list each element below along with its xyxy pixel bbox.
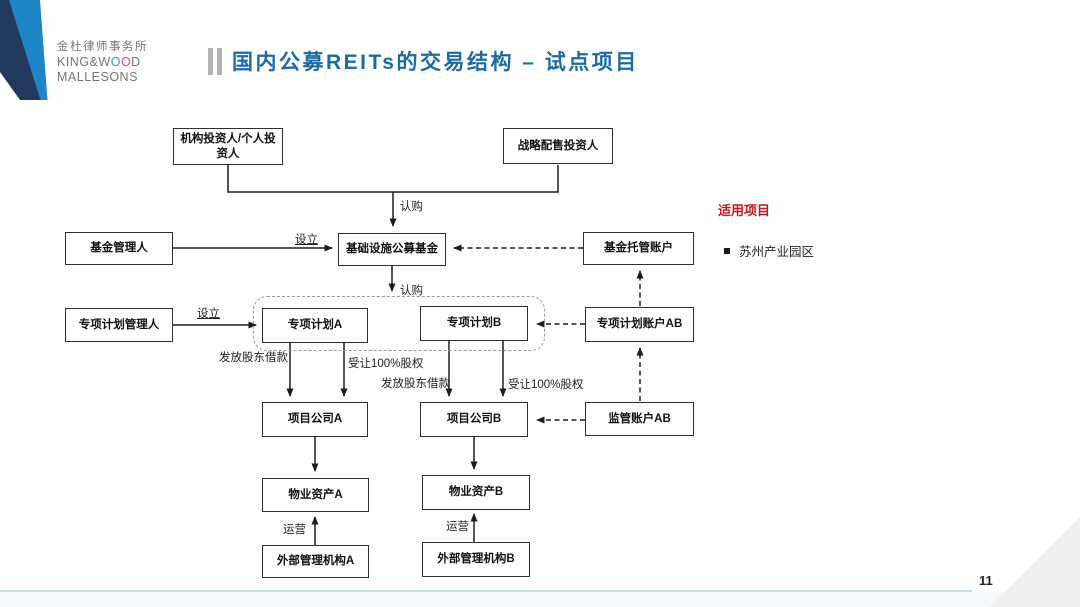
node-fund-manager: 基金管理人 [65,232,173,265]
applicable-project-item: 苏州产业园区 [724,241,814,260]
node-strategic-investors: 战略配售投资人 [503,128,613,164]
logo-en-pre: KING&W [57,55,111,69]
logo-o-blue: O [110,55,121,69]
edge-label-loan-b: 发放股东借款 [381,378,450,390]
node-abs-plan-account: 专项计划账户AB [585,307,694,342]
edge-label-subscribe-mid: 认购 [400,285,423,297]
edge-label-loan-a: 发放股东借款 [219,352,288,364]
edge-label-establish-fund: 设立 [295,234,318,246]
kwm-logo-text: 金杜律师事务所 KING&WOOD MALLESONS [57,40,148,84]
edge-label-subscribe-top: 认购 [400,201,423,213]
node-public-fund: 基础设施公募基金 [338,233,446,266]
node-abs-plan-b: 专项计划B [420,306,528,341]
edge-label-equity-a: 受让100%股权 [348,358,424,370]
node-abs-manager: 专项计划管理人 [65,308,173,342]
node-fund-custody-account: 基金托管账户 [583,232,694,265]
bullet-icon [724,247,730,254]
node-institutional-investors: 机构投资人/个人投资人 [173,128,283,165]
edge-label-equity-b: 受让100%股权 [508,379,584,391]
applicable-projects-heading: 适用项目 [718,203,771,218]
logo-en-line1: KING&WOOD [57,55,148,70]
edge-label-establish-abs: 设立 [197,308,220,320]
title-bars-icon [208,47,222,75]
footer-divider [0,590,972,592]
node-project-company-b: 项目公司B [420,402,528,437]
edge-label-operate-b: 运营 [446,521,469,533]
header: 国内公募REITs的交易结构 – 试点项目 [208,46,639,76]
kwm-logo-icon [0,0,48,100]
corner-decoration [990,517,1080,607]
node-property-asset-a: 物业资产A [262,478,369,512]
node-property-asset-b: 物业资产B [422,475,530,510]
node-supervision-account: 监管账户AB [585,402,694,436]
footer-strip [0,592,1080,607]
logo-cn: 金杜律师事务所 [57,41,148,53]
edge-label-operate-a: 运营 [283,524,306,536]
node-abs-plan-a: 专项计划A [262,308,368,343]
logo-en-post: D [131,55,141,69]
logo-o-red: O [120,55,132,69]
page-number: 11 [979,573,993,588]
logo-en-line2: MALLESONS [57,69,138,84]
applicable-project-name: 苏州产业园区 [739,245,815,259]
node-external-manager-b: 外部管理机构B [422,542,530,577]
node-project-company-a: 项目公司A [262,402,368,437]
page-title: 国内公募REITs的交易结构 – 试点项目 [232,51,639,74]
node-external-manager-a: 外部管理机构A [262,545,369,578]
